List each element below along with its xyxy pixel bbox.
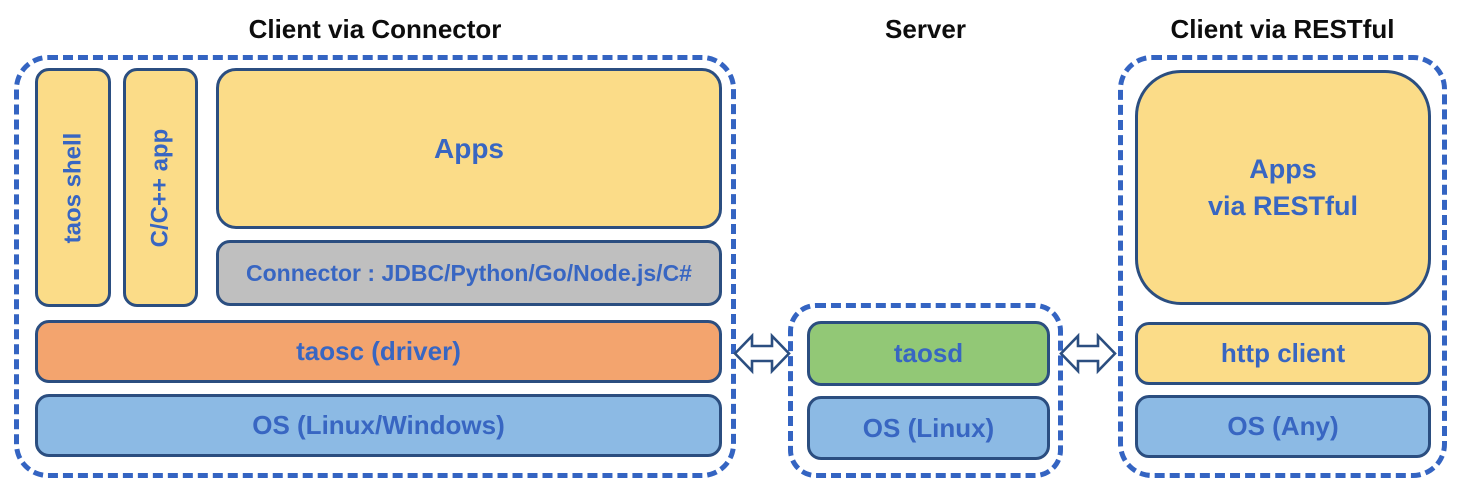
os-any-box: OS (Any)	[1135, 395, 1431, 458]
connector-box: Connector : JDBC/Python/Go/Node.js/C#	[216, 240, 722, 306]
cpp-app-label: C/C++ app	[146, 128, 174, 247]
os-linux-box: OS (Linux)	[807, 396, 1050, 460]
server-title: Server	[885, 14, 966, 44]
apps-via-restful-line2: via RESTful	[1207, 190, 1359, 221]
taosc-driver-label: taosc (driver)	[296, 336, 461, 366]
client-server-arrow-icon	[733, 332, 791, 375]
os-linux-windows-box: OS (Linux/Windows)	[35, 394, 722, 457]
client-restful-title: Client via RESTful	[1170, 14, 1395, 44]
client-connector-title: Client via Connector	[248, 14, 502, 44]
apps-via-restful-label: Apps via RESTful	[1208, 151, 1358, 224]
os-linux-windows-label: OS (Linux/Windows)	[252, 410, 505, 440]
connector-label: Connector : JDBC/Python/Go/Node.js/C#	[246, 259, 692, 286]
apps-via-restful-line1: Apps	[1249, 154, 1317, 185]
server-restful-arrow-icon	[1059, 332, 1117, 375]
client-connector-group	[14, 55, 736, 478]
taosd-box: taosd	[807, 321, 1050, 386]
os-any-label: OS (Any)	[1227, 411, 1339, 441]
apps-box: Apps	[216, 68, 722, 229]
cpp-app-box: C/C++ app	[123, 68, 198, 307]
os-linux-label: OS (Linux)	[862, 412, 995, 443]
taosd-label: taosd	[893, 338, 964, 368]
server-group	[788, 303, 1063, 478]
taos-shell-label: taos shell	[59, 132, 86, 243]
client-restful-group	[1118, 55, 1447, 478]
apps-label: Apps	[434, 132, 504, 164]
http-client-label: http client	[1220, 338, 1346, 368]
apps-via-restful-box: Apps via RESTful	[1135, 70, 1431, 305]
taos-shell-box: taos shell	[35, 68, 111, 307]
taosc-driver-box: taosc (driver)	[35, 320, 722, 383]
http-client-box: http client	[1135, 322, 1431, 385]
